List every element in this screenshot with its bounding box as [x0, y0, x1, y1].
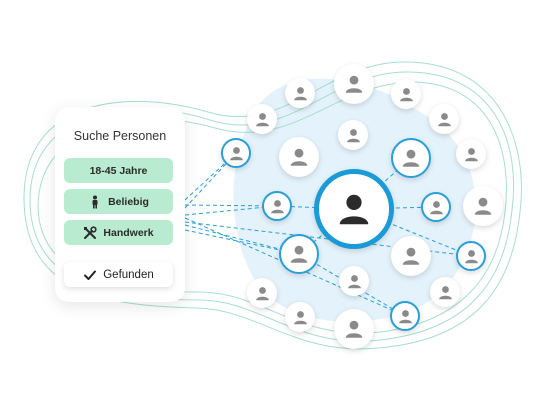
filter-profession-label: Handwerk	[103, 226, 154, 239]
person-node[interactable]	[391, 79, 421, 109]
person-node[interactable]	[279, 234, 319, 274]
person-node[interactable]	[456, 139, 486, 169]
person-icon	[463, 146, 480, 163]
person-icon	[254, 111, 271, 128]
person-icon	[400, 147, 422, 169]
person-icon	[288, 243, 310, 265]
person-icon	[292, 309, 309, 326]
person-node[interactable]	[247, 278, 277, 308]
person-icon	[472, 195, 494, 217]
person-node[interactable]	[247, 104, 277, 134]
person-node[interactable]	[279, 137, 319, 177]
person-icon	[463, 248, 480, 265]
person-node[interactable]	[463, 186, 503, 226]
person-node[interactable]	[421, 192, 451, 222]
person-icon	[346, 273, 363, 290]
person-icon	[437, 284, 454, 301]
filter-gender[interactable]: Beliebig	[64, 189, 173, 214]
person-icon	[400, 245, 422, 267]
person-node[interactable]	[262, 191, 292, 221]
person-node[interactable]	[456, 241, 486, 271]
person-node[interactable]	[285, 302, 315, 332]
person-icon	[343, 73, 365, 95]
check-icon	[83, 268, 97, 282]
person-icon	[88, 195, 102, 209]
filter-age[interactable]: 18-45 Jahre	[64, 158, 173, 183]
person-node-center[interactable]	[314, 169, 394, 249]
person-icon	[428, 199, 445, 216]
person-node[interactable]	[334, 64, 374, 104]
tools-icon	[83, 225, 98, 240]
person-node[interactable]	[338, 120, 368, 150]
person-icon	[269, 198, 286, 215]
found-label: Gefunden	[103, 268, 154, 281]
person-node[interactable]	[285, 78, 315, 108]
person-node[interactable]	[221, 138, 251, 168]
person-node[interactable]	[390, 301, 420, 331]
search-card: Suche Personen 18-45 Jahre Beliebig	[55, 107, 185, 302]
person-node[interactable]	[429, 104, 459, 134]
orbit-lines	[23, 61, 522, 350]
filter-profession[interactable]: Handwerk	[64, 220, 173, 245]
person-icon	[254, 285, 271, 302]
person-icon	[343, 318, 365, 340]
person-node[interactable]	[430, 277, 460, 307]
filter-gender-label: Beliebig	[108, 195, 149, 208]
person-icon	[292, 85, 309, 102]
person-icon	[397, 308, 414, 325]
found-button[interactable]: Gefunden	[64, 262, 173, 287]
person-icon	[228, 145, 245, 162]
person-icon	[436, 111, 453, 128]
filter-age-label: 18-45 Jahre	[89, 164, 148, 177]
person-node[interactable]	[391, 236, 431, 276]
person-node[interactable]	[334, 309, 374, 349]
person-icon	[288, 146, 310, 168]
search-title: Suche Personen	[73, 129, 167, 143]
person-node[interactable]	[391, 138, 431, 178]
person-icon	[335, 190, 373, 228]
person-icon	[398, 86, 415, 103]
person-node[interactable]	[339, 266, 369, 296]
person-icon	[345, 127, 362, 144]
